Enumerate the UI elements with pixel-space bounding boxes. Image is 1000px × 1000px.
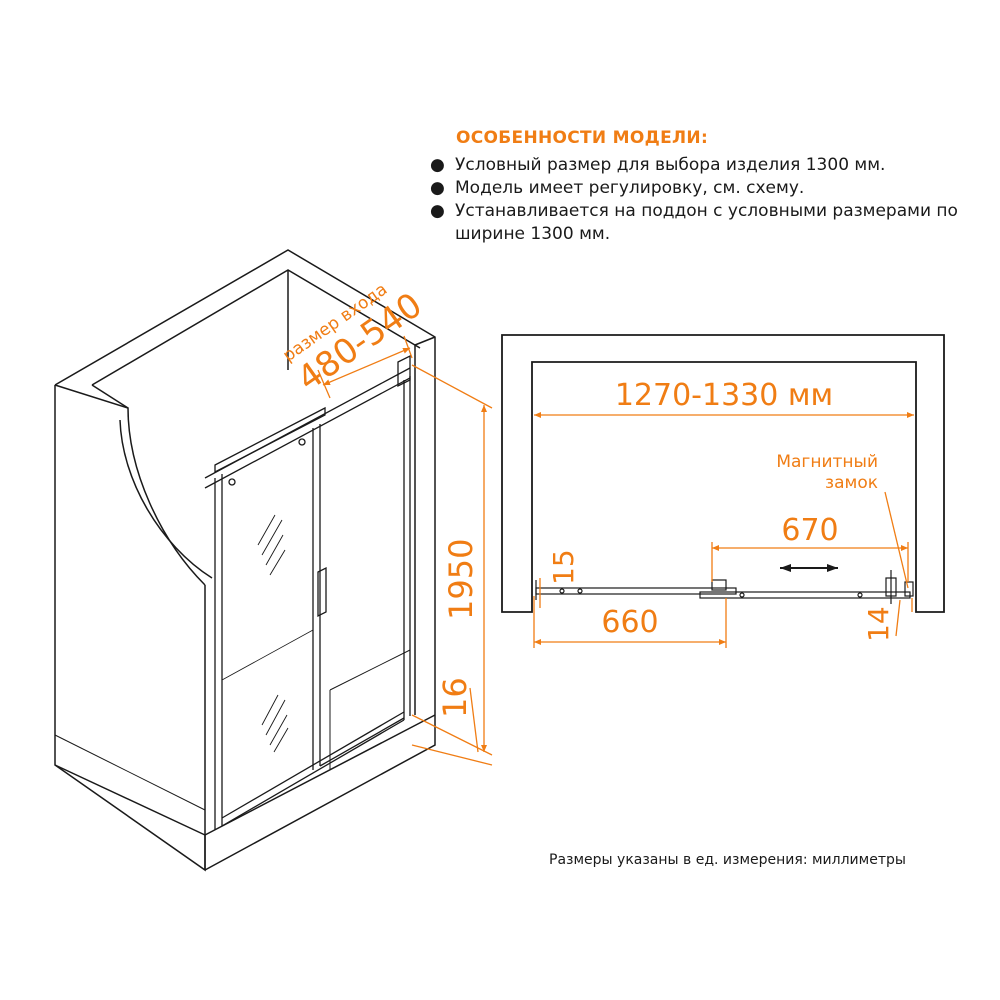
width-dimension: 1270-1330 мм [615,378,833,413]
plan-walls [501,334,945,613]
isometric-view: размер входа 480-540 1950 16 [54,249,493,872]
bullet-icon: ● [430,201,445,221]
travel-dimension: 670 [781,513,838,548]
feature-item: ● Устанавливается на поддон с условными р… [428,200,988,246]
right-offset-dimension: 14 [862,606,895,642]
plan-view: 1270-1330 мм Магнитный замок 670 15 660 … [501,334,945,648]
features-title: ОСОБЕННОСТИ МОДЕЛИ: [456,128,709,148]
shower-door [204,354,411,830]
panel-dimension: 660 [601,605,658,640]
iso-dimensions: размер входа 480-540 1950 16 [279,280,493,766]
base-dimension: 16 [436,677,474,718]
feature-text: Устанавливается на поддон с условными ра… [455,201,958,244]
bullet-icon: ● [430,155,445,175]
niche-walls [54,249,436,872]
feature-text: Модель имеет регулировку, см. схему. [455,178,805,198]
plan-dimensions: 1270-1330 мм Магнитный замок 670 15 660 … [533,378,914,648]
magnet-label-line1: Магнитный [776,452,878,472]
left-offset-dimension: 15 [547,549,580,585]
feature-text: Условный размер для выбора изделия 1300 … [455,155,886,175]
model-features: ОСОБЕННОСТИ МОДЕЛИ: ● Условный размер для… [428,128,988,246]
height-dimension: 1950 [442,539,480,620]
bullet-icon: ● [430,178,445,198]
magnet-label-line2: замок [825,473,878,493]
features-list: ● Условный размер для выбора изделия 1300… [428,154,988,246]
units-note: Размеры указаны в ед. измерения: миллиме… [549,852,906,868]
plan-door [535,564,914,604]
feature-item: ● Условный размер для выбора изделия 1300… [428,154,988,177]
feature-item: ● Модель имеет регулировку, см. схему. [428,177,988,200]
